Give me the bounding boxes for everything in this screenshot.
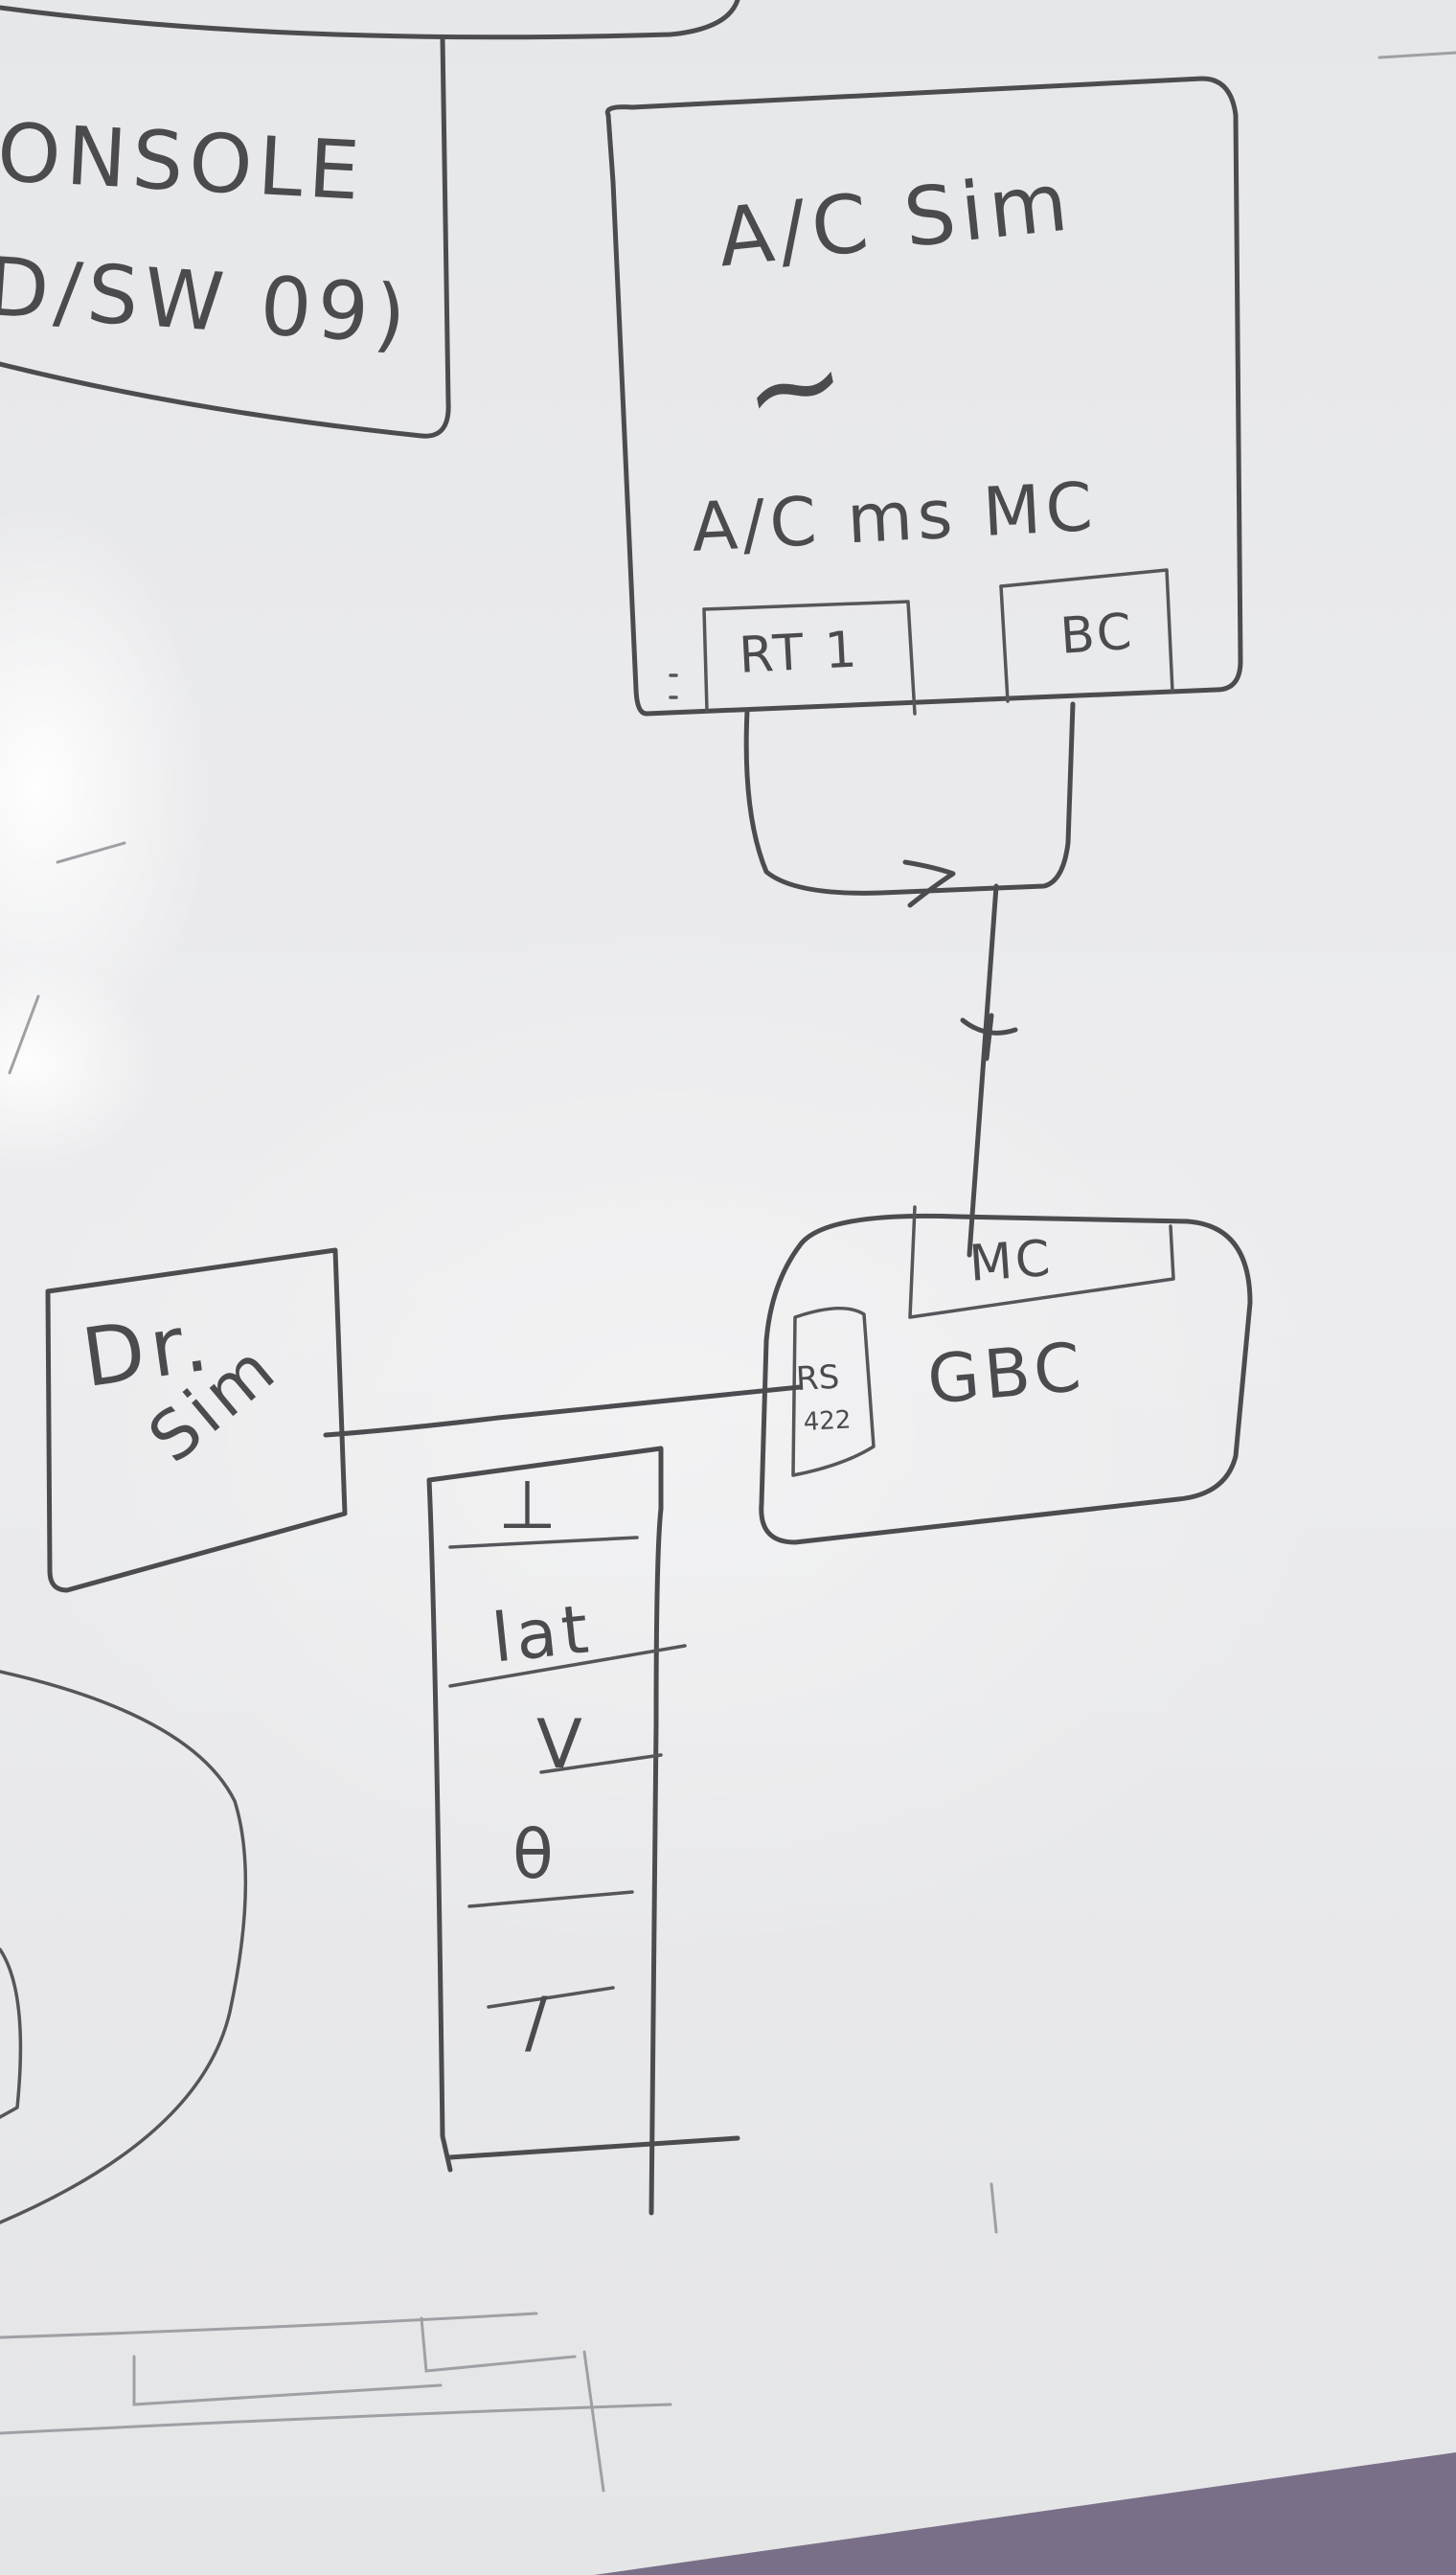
bc-port-box — [999, 568, 1174, 694]
list-box — [426, 1446, 664, 2216]
rt-port-box — [702, 600, 917, 716]
colon-marks — [669, 673, 678, 699]
list-divider-1 — [448, 1536, 639, 1549]
left-blob-inner — [0, 1948, 23, 2119]
list-divider-2 — [448, 1644, 687, 1688]
faint-stroke-7 — [8, 841, 126, 1075]
faint-stroke-1 — [132, 2355, 443, 2406]
top-left-box-edge — [0, 0, 740, 40]
list-divider-4 — [467, 1890, 634, 1908]
list-divider-5 — [487, 1986, 615, 2009]
console-label: ONSOLE — [0, 105, 368, 218]
faint-stroke-6 — [990, 2182, 998, 2234]
vertical-link — [967, 883, 999, 1258]
left-blob-outline — [0, 1670, 248, 2224]
list-left-edge — [426, 1477, 453, 2173]
bus-loop — [743, 701, 1076, 896]
rt-port-left — [702, 607, 709, 713]
bc-port-label: BC — [1058, 603, 1137, 666]
faint-stroke-2 — [420, 2316, 577, 2373]
rs-port-number: 422 — [803, 1405, 853, 1437]
rs422-port-box — [791, 1306, 876, 1477]
board-frame-edge — [594, 2452, 1456, 2575]
gbc-title: GBC — [924, 1327, 1089, 1420]
rs-port-label: RS — [795, 1357, 841, 1399]
list-row: θ — [512, 1815, 558, 1894]
list-row: ⊥ — [498, 1466, 561, 1544]
list-row: V — [536, 1705, 587, 1784]
dr-to-gbc-link — [323, 1384, 803, 1438]
faint-stroke-8 — [1377, 51, 1456, 59]
dr-sim-box — [45, 1247, 348, 1593]
faint-stroke-5 — [0, 2403, 672, 2435]
gbc-mc-label: MC — [967, 1229, 1056, 1293]
link-tick-mark — [960, 1013, 1018, 1061]
ac-sim-box — [604, 76, 1243, 717]
list-row: lat — [489, 1589, 597, 1678]
console-box — [0, 35, 451, 439]
faint-stroke-4 — [0, 2312, 538, 2339]
list-divider-3 — [539, 1753, 663, 1774]
bc-port-left — [999, 584, 1010, 703]
gbc-box — [759, 1213, 1253, 1545]
faint-stroke-3 — [582, 2350, 605, 2493]
list-bottom — [447, 2135, 740, 2160]
rt-port-label: RT 1 — [738, 621, 861, 685]
gbc-mc-box — [908, 1205, 1175, 1319]
bus-arrow-icon — [902, 859, 956, 908]
list-row: / — [525, 1983, 553, 2062]
